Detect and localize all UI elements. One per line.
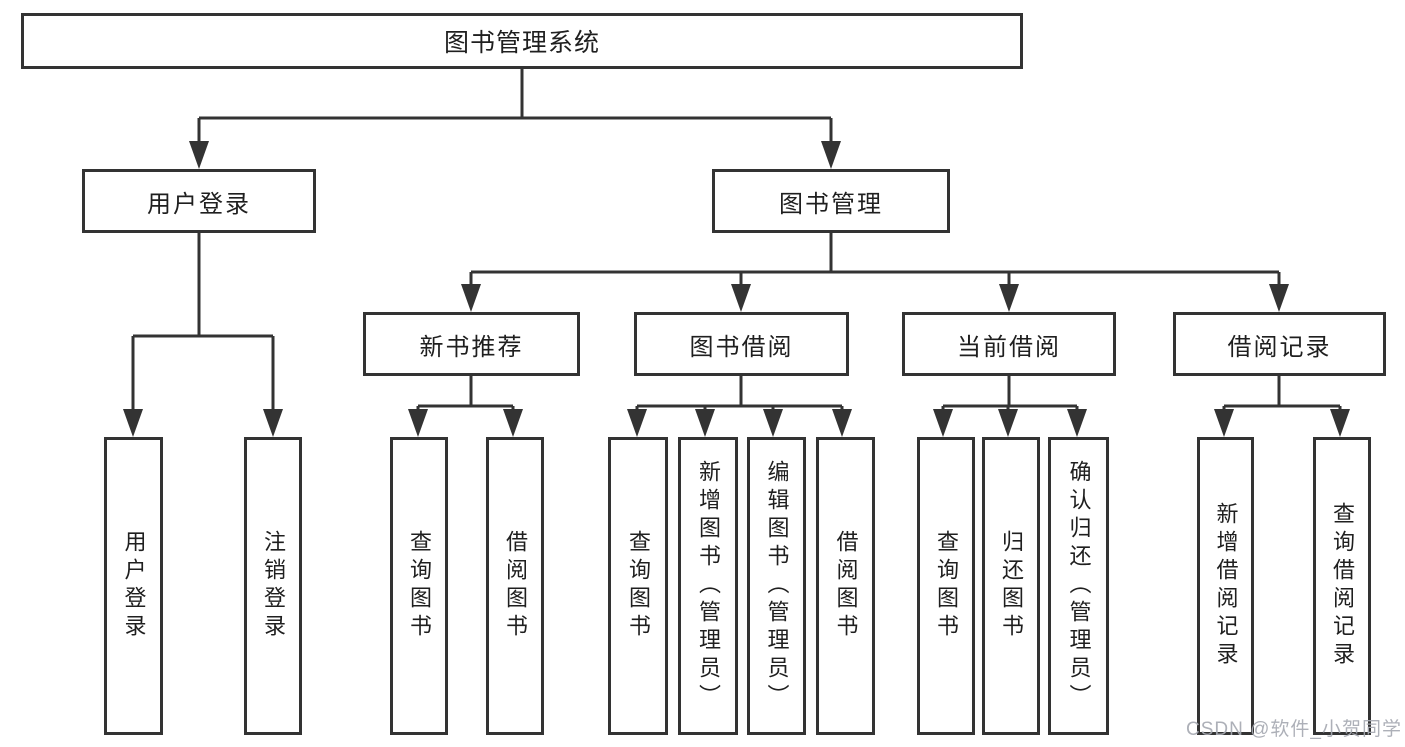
leaf-query-books-current-label: 查询图书	[934, 530, 959, 642]
node-book-borrow-label: 图书借阅	[689, 333, 794, 361]
leaf-add-book-admin-label: 新增图书（管理员）	[696, 460, 721, 712]
leaf-borrow-books-2: 借阅图书	[816, 437, 875, 735]
node-borrow-records: 借阅记录	[1173, 312, 1386, 376]
leaf-query-books-recommend: 查询图书	[390, 437, 448, 735]
leaf-confirm-return-admin-label: 确认归还（管理员）	[1066, 460, 1092, 712]
leaf-query-books-recommend-label: 查询图书	[407, 530, 432, 642]
leaf-logout-label: 注销登录	[261, 530, 286, 642]
leaf-query-borrow-record-label: 查询借阅记录	[1330, 502, 1355, 670]
leaf-query-books-borrow-label: 查询图书	[626, 530, 651, 642]
leaf-edit-book-admin-label: 编辑图书（管理员）	[764, 460, 790, 712]
leaf-borrow-books-recommend-label: 借阅图书	[503, 530, 528, 642]
leaf-borrow-books-2-label: 借阅图书	[833, 530, 859, 642]
node-book-management-label: 图书管理	[779, 190, 883, 218]
leaf-query-borrow-record: 查询借阅记录	[1313, 437, 1371, 735]
leaf-add-book-admin: 新增图书（管理员）	[678, 437, 738, 735]
node-user-login: 用户登录	[82, 169, 316, 233]
leaf-return-book: 归还图书	[982, 437, 1040, 735]
node-current-borrow: 当前借阅	[902, 312, 1116, 376]
node-user-login-label: 用户登录	[147, 190, 251, 218]
leaf-add-borrow-record-label: 新增借阅记录	[1213, 502, 1239, 670]
leaf-query-books-borrow: 查询图书	[608, 437, 668, 735]
node-root-label: 图书管理系统	[443, 29, 600, 57]
node-borrow-records-label: 借阅记录	[1227, 333, 1332, 361]
leaf-query-books-current: 查询图书	[917, 437, 975, 735]
leaf-logout: 注销登录	[244, 437, 302, 735]
node-root: 图书管理系统	[21, 13, 1023, 69]
node-new-book-recommend-label: 新书推荐	[419, 333, 524, 361]
leaf-return-book-label: 归还图书	[999, 530, 1024, 642]
leaf-borrow-books-recommend: 借阅图书	[486, 437, 544, 735]
node-book-management: 图书管理	[712, 169, 950, 233]
leaf-add-borrow-record: 新增借阅记录	[1197, 437, 1254, 735]
leaf-edit-book-admin: 编辑图书（管理员）	[747, 437, 806, 735]
watermark: CSDN @软件_小贺同学	[1186, 719, 1402, 740]
node-new-book-recommend: 新书推荐	[363, 312, 580, 376]
node-current-borrow-label: 当前借阅	[957, 333, 1061, 361]
leaf-user-login: 用户登录	[104, 437, 163, 735]
node-book-borrow: 图书借阅	[634, 312, 849, 376]
leaf-confirm-return-admin: 确认归还（管理员）	[1048, 437, 1109, 735]
leaf-user-login-label: 用户登录	[121, 530, 147, 642]
